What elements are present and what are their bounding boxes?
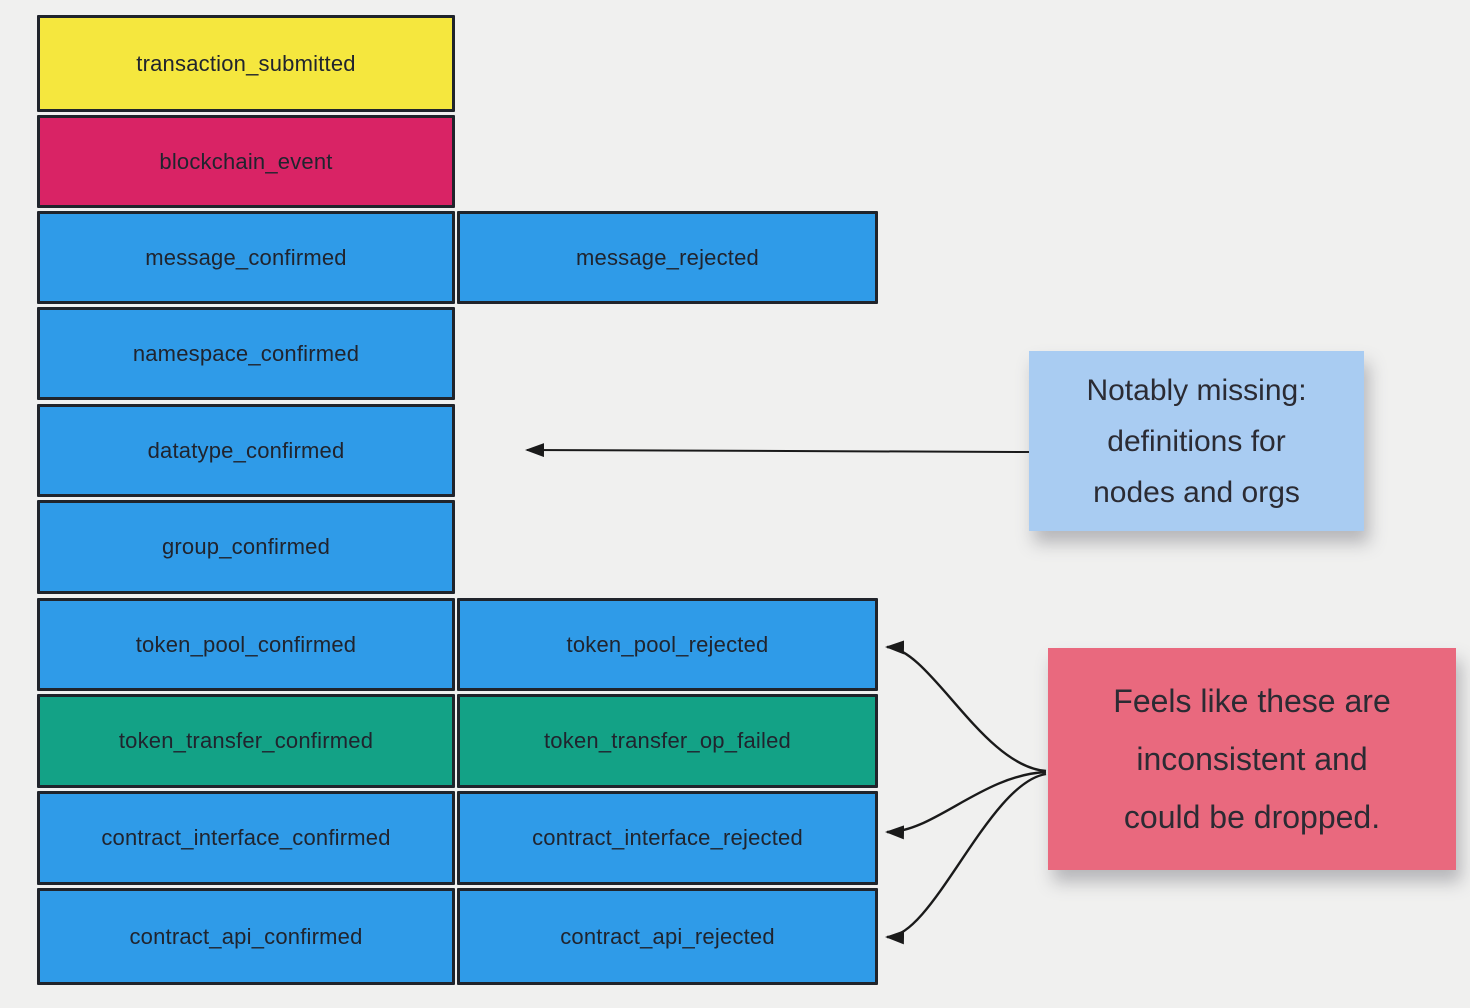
event-box-label: token_pool_rejected: [566, 631, 769, 657]
event-box-label: message_rejected: [576, 244, 759, 270]
event-box-blockchain_event[interactable]: blockchain_event: [37, 115, 455, 208]
arrow-missing-to-datatype[interactable]: [525, 443, 1032, 458]
event-box-token_pool_confirmed[interactable]: token_pool_confirmed: [37, 598, 455, 691]
event-box-datatype_confirmed[interactable]: datatype_confirmed: [37, 404, 455, 497]
sticky-note-text: could be dropped.: [1123, 799, 1381, 835]
event-box-group_confirmed[interactable]: group_confirmed: [37, 500, 455, 594]
event-box-label: datatype_confirmed: [147, 437, 345, 463]
event-box-contract_interface_confirmed[interactable]: contract_interface_confirmed: [37, 791, 455, 885]
event-box-label: group_confirmed: [161, 534, 331, 559]
event-box-contract_interface_rejected[interactable]: contract_interface_rejected: [457, 791, 878, 885]
event-box-label: contract_api_rejected: [560, 923, 775, 949]
arrow-inconsistent-to-contract-api-rejected[interactable]: [885, 772, 1047, 945]
event-box-message_confirmed[interactable]: message_confirmed: [37, 211, 455, 304]
event-box-label: token_pool_confirmed: [135, 631, 357, 657]
event-box-token_transfer_op_failed[interactable]: token_transfer_op_failed: [457, 694, 878, 788]
sticky-note-missing[interactable]: Notably missing: definitions for nodes a…: [1029, 351, 1364, 531]
event-box-token_pool_rejected[interactable]: token_pool_rejected: [457, 598, 878, 691]
event-box-label: blockchain_event: [159, 148, 333, 174]
event-box-label: transaction_submitted: [136, 50, 356, 76]
event-box-label: token_transfer_op_failed: [544, 728, 791, 753]
event-box-token_transfer_confirmed[interactable]: token_transfer_confirmed: [37, 694, 455, 788]
event-box-label: contract_interface_rejected: [532, 825, 803, 850]
sticky-note-text: definitions for: [1107, 424, 1286, 458]
arrow-inconsistent-to-token-pool-rejected[interactable]: [885, 640, 1047, 773]
event-box-message_rejected[interactable]: message_rejected: [457, 211, 878, 304]
event-box-label: message_confirmed: [145, 244, 347, 270]
event-box-label: token_transfer_confirmed: [118, 728, 374, 753]
sticky-note-inconsistent[interactable]: Feels like these are inconsistent and co…: [1048, 648, 1456, 870]
event-box-transaction_submitted[interactable]: transaction_submitted: [37, 15, 455, 112]
event-box-contract_api_confirmed[interactable]: contract_api_confirmed: [37, 888, 455, 985]
event-box-label: namespace_confirmed: [132, 340, 360, 366]
event-box-label: contract_interface_confirmed: [101, 825, 391, 850]
sticky-note-text: nodes and orgs: [1093, 475, 1300, 509]
sticky-note-text: inconsistent and: [1136, 741, 1368, 777]
arrow-inconsistent-to-contract-interface-rejected[interactable]: [885, 770, 1047, 840]
event-box-namespace_confirmed[interactable]: namespace_confirmed: [37, 307, 455, 400]
sticky-note-text: Feels like these are: [1113, 683, 1391, 719]
event-box-contract_api_rejected[interactable]: contract_api_rejected: [457, 888, 878, 985]
sticky-note-text: Notably missing:: [1086, 373, 1307, 407]
event-box-label: contract_api_confirmed: [129, 923, 363, 949]
